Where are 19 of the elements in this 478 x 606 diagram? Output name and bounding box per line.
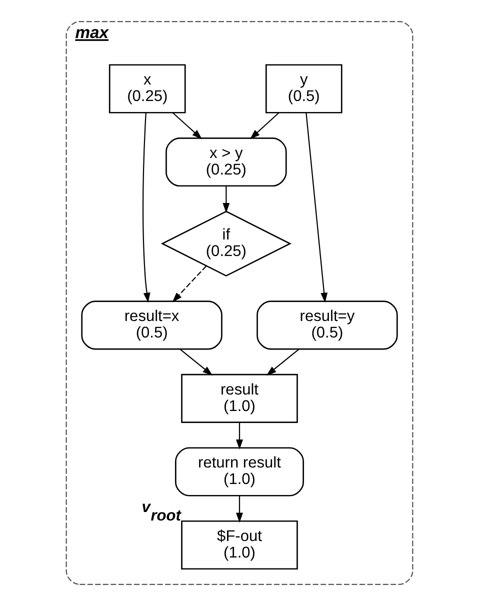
node-box: return result (1.0) xyxy=(174,447,304,496)
node-box: result=x (0.5) xyxy=(80,300,222,350)
arrow xyxy=(249,112,279,140)
arrow xyxy=(172,112,202,140)
node-box: $F-out (1.0) xyxy=(180,520,298,570)
node-box: y (0.5) xyxy=(264,64,342,114)
arrow xyxy=(142,112,150,303)
node-diamond: if (0.25) xyxy=(160,210,291,277)
arrow xyxy=(222,186,230,213)
node-box: result=y (0.5) xyxy=(256,300,398,350)
node-box: x > y (0.25) xyxy=(165,137,286,187)
arrow xyxy=(179,348,212,376)
node-box: result (1.0) xyxy=(180,374,298,423)
arrow xyxy=(236,422,242,450)
arrow xyxy=(172,266,206,302)
arrow xyxy=(305,112,328,303)
arrow xyxy=(236,496,242,523)
arrow xyxy=(266,348,299,376)
node-box: x (0.25) xyxy=(108,64,186,114)
